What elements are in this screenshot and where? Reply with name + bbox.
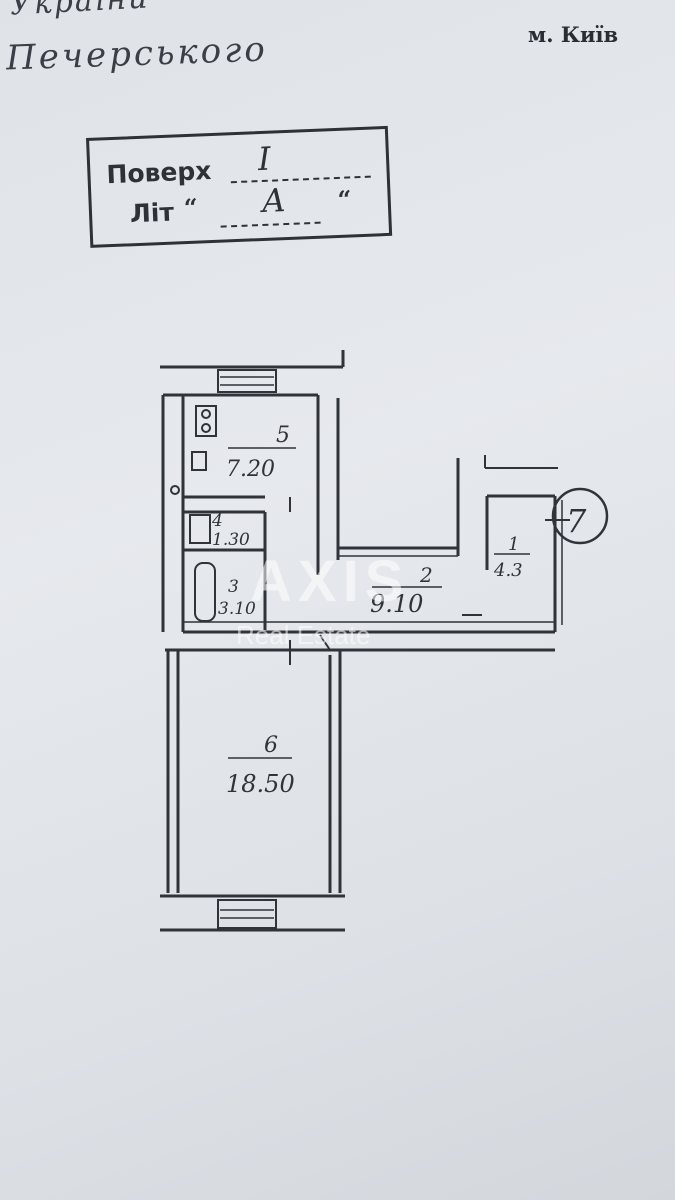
room-3-number: 3	[228, 577, 239, 597]
entrance-circle	[551, 487, 609, 545]
room-4-number: 4	[211, 511, 223, 531]
watermark-brand: AXIS	[250, 549, 410, 614]
room-1-area: 4.3	[493, 560, 523, 581]
room-5-number: 5	[276, 423, 290, 448]
room-4-area: 1.30	[212, 530, 250, 550]
room-labels: 5 7.20 4 1.30 3 3.10 2 9.10 1 4.3 6 18.5…	[211, 423, 530, 798]
entrance-number: 7	[566, 502, 587, 540]
room-3-area: 3.10	[218, 599, 256, 619]
room-6-area: 18.50	[226, 770, 295, 798]
room-2-area: 9.10	[370, 590, 423, 618]
plan-walls	[160, 350, 563, 932]
plan-fixtures	[170, 405, 217, 622]
watermark-subtitle: Real Estate	[236, 620, 371, 650]
room-6-number: 6	[264, 733, 278, 758]
room-1-number: 1	[508, 534, 519, 555]
room-5-area: 7.20	[226, 457, 275, 482]
room-2-number: 2	[419, 563, 433, 587]
city-label: м. Київ	[528, 22, 619, 47]
entrance-marker: 7	[545, 487, 609, 545]
